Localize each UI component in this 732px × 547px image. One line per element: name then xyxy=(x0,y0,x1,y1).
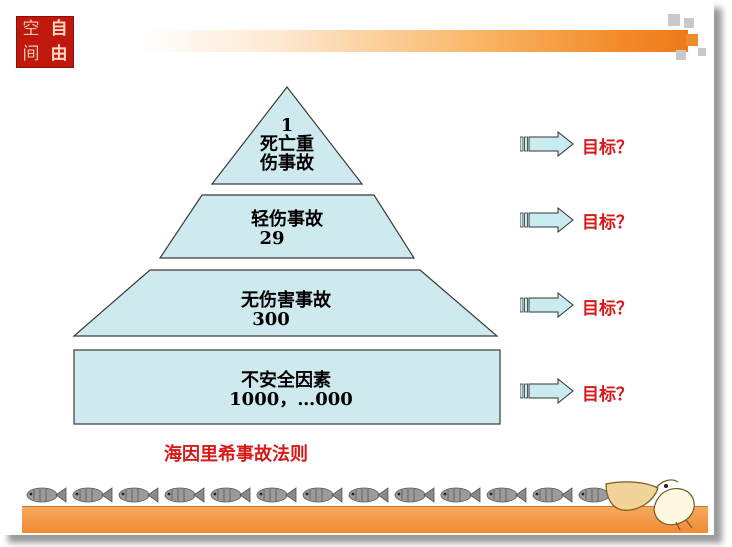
tier-line: 轻伤事故 xyxy=(251,209,323,230)
slide: 空 自 间 由 1 死亡重 伤事故 轻伤事故 29 无伤害事故 300 不安全因… xyxy=(16,14,708,533)
fish-icon xyxy=(486,487,527,503)
target-label: 目标？ xyxy=(582,138,633,158)
pyramid-tier-top xyxy=(210,86,364,185)
tier-line: 不安全因素 xyxy=(241,370,331,391)
target-label: 目标？ xyxy=(582,385,633,405)
fish-icon xyxy=(118,487,159,503)
deco-square xyxy=(668,14,680,26)
arrow-right-icon xyxy=(520,131,574,157)
target-label: 目标？ xyxy=(582,299,633,319)
arrow-right-icon xyxy=(520,207,574,233)
tier-label-base: 不安全因素 1000，…000 xyxy=(176,371,396,409)
tier-line: 300 xyxy=(252,309,290,330)
logo-char: 由 xyxy=(50,44,68,64)
logo-char: 自 xyxy=(50,19,68,39)
logo-badge: 空 自 间 由 xyxy=(16,16,74,68)
tier-label-3: 无伤害事故 300 xyxy=(196,291,376,329)
tier-line: 死亡重 xyxy=(260,134,314,155)
tier-label-2: 轻伤事故 29 xyxy=(212,210,362,248)
slide-caption: 海因里希事故法则 xyxy=(164,444,308,465)
fish-icon xyxy=(532,487,573,503)
fish-icon xyxy=(164,487,205,503)
fish-icon xyxy=(348,487,389,503)
header-gradient-bar xyxy=(140,30,688,52)
tier-line: 无伤害事故 xyxy=(241,290,331,311)
tier-line: 1000，…000 xyxy=(229,389,353,410)
pyramid-tier-3 xyxy=(72,269,499,337)
deco-square xyxy=(676,50,686,60)
fish-icon xyxy=(394,487,435,503)
tier-line: 伤事故 xyxy=(260,153,314,174)
fish-icon xyxy=(26,487,67,503)
pyramid-tier-2 xyxy=(158,194,416,259)
fish-icon xyxy=(210,487,251,503)
fish-icon xyxy=(302,487,343,503)
tier-line: 1 xyxy=(280,115,294,136)
logo-char: 间 xyxy=(22,44,40,64)
tier-line: 29 xyxy=(259,228,285,249)
arrow-right-icon xyxy=(520,292,574,318)
deco-square xyxy=(684,18,694,28)
pelican-icon xyxy=(605,479,695,530)
logo-char: 空 xyxy=(22,19,40,39)
fish-icon xyxy=(256,487,297,503)
fish-border-decoration xyxy=(26,487,612,503)
deco-square xyxy=(686,34,698,46)
pyramid-diagram xyxy=(72,86,501,425)
fish-icon xyxy=(440,487,481,503)
footer-bar xyxy=(22,506,708,533)
deco-square xyxy=(698,48,706,56)
pyramid-tier-base xyxy=(73,349,501,425)
arrow-right-icon xyxy=(520,378,574,404)
fish-icon xyxy=(72,487,113,503)
tier-label-top: 1 死亡重 伤事故 xyxy=(232,116,342,173)
target-label: 目标？ xyxy=(582,213,633,233)
